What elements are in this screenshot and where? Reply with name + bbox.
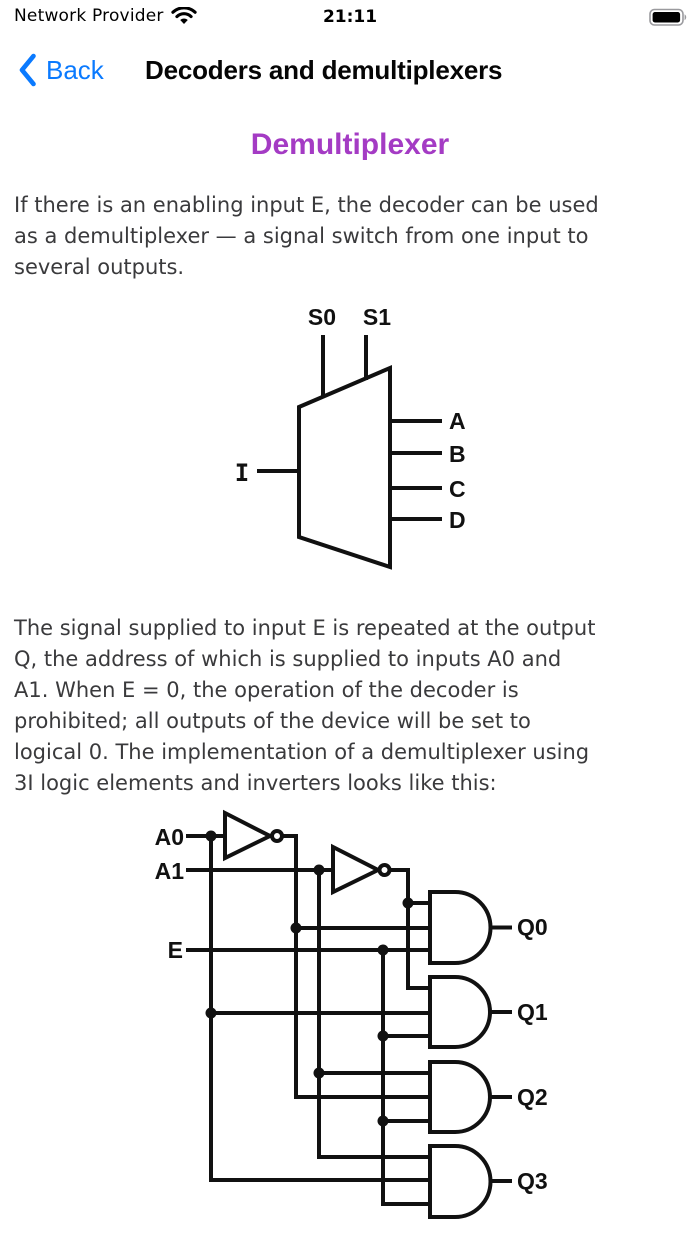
label-a: A [449,408,466,434]
label-a1: A1 [155,858,185,884]
inverter-1-triangle [223,809,275,862]
circuit-wires [186,834,430,1206]
wifi-icon [170,6,197,24]
gate-output-wires [489,925,512,1183]
inverter-1-bubble [270,829,284,843]
paragraph-intro: If there is an enabling input E, the dec… [14,193,599,279]
back-button[interactable]: Back [18,52,104,88]
battery-cap [684,14,687,21]
and-gate-q1 [428,975,492,1049]
label-s1: S1 [363,304,391,330]
carrier-label: Network Provider [14,6,164,26]
label-i: I [235,459,249,487]
label-e: E [168,937,183,963]
back-label: Back [46,54,104,85]
demux-body [297,364,392,570]
wire-nota1-branch [390,868,430,990]
demux-symbol-lines [257,335,442,570]
demultiplexer-symbol-diagram: S0 S1 I A B C D [235,304,466,570]
section-heading: Demultiplexer [250,128,450,161]
status-left-group: Network Provider [14,6,197,26]
page-title: Decoders and demultiplexers [145,55,503,85]
wire-a1-branch [317,870,430,1159]
circuit-labels: A0 A1 E Q0 Q1 Q2 Q3 [155,824,548,1194]
label-b: B [449,441,466,467]
label-d: D [449,507,466,533]
status-time: 21:11 [322,7,378,27]
label-q0: Q0 [517,914,548,940]
battery-outline [649,8,684,26]
label-q1: Q1 [517,999,548,1025]
paragraph-explanation: The signal supplied to input E is repeat… [14,616,596,795]
demultiplexer-circuit-diagram: A0 A1 E Q0 Q1 Q2 Q3 [155,809,548,1219]
battery-fill [652,12,681,23]
and-gate-q2 [428,1060,492,1134]
label-q3: Q3 [517,1168,548,1194]
and-gate-q3 [428,1144,493,1219]
wire-nota0-branch [283,834,430,1099]
status-bar: Network Provider 21:11 [0,0,700,34]
label-s0: S0 [308,304,336,330]
label-q2: Q2 [517,1084,548,1110]
junction-dots [205,830,414,1127]
battery-icon [649,8,688,31]
and-gates [428,890,493,1219]
and-gate-q0 [428,890,493,965]
inverter-2-bubble [377,863,392,877]
demux-symbol-labels: S0 S1 I A B C D [235,304,466,533]
chevron-left-icon [19,53,36,87]
label-c: C [449,476,466,502]
label-a0: A0 [155,824,184,850]
inverter-2-triangle [331,843,383,896]
inverters [223,809,392,896]
